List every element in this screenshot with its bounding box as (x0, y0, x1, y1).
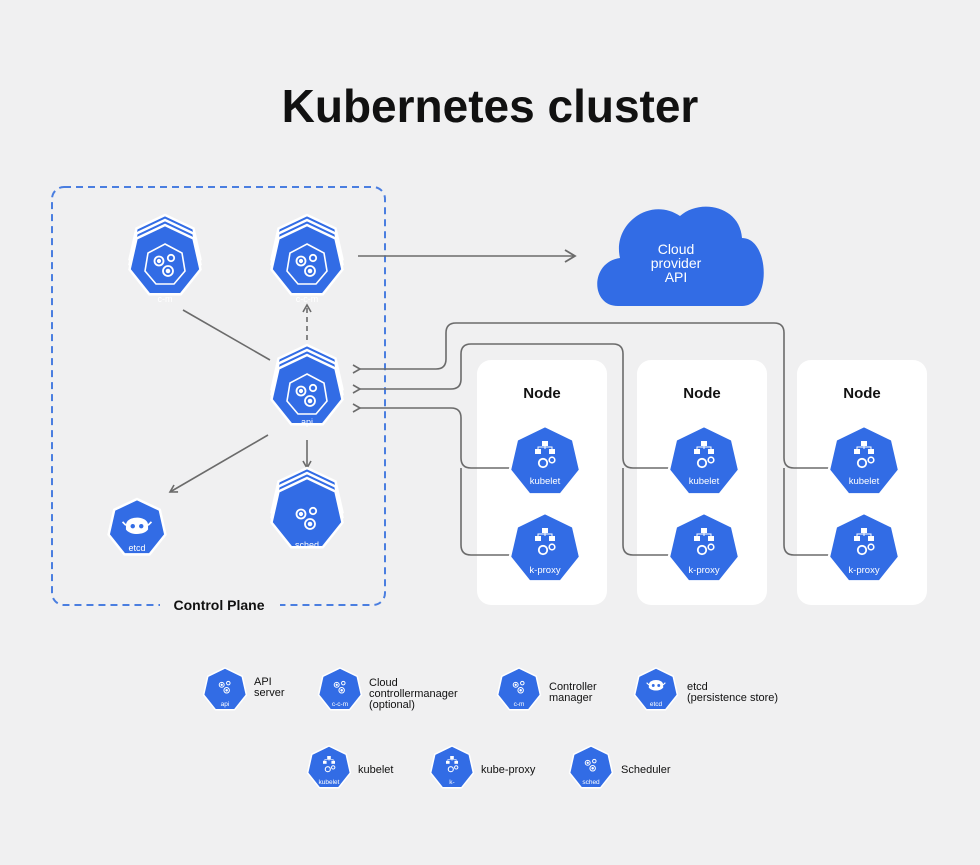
kubelet-label: kubelet (849, 476, 880, 487)
cm-label: c-m (158, 294, 173, 304)
node3-kproxy: k-proxy (827, 511, 901, 583)
legend-cloud-controller-manager: c-c-m Cloud controllermanager (optional) (317, 667, 458, 711)
etcd: etcd (107, 497, 167, 556)
legend-label-line1: API (254, 676, 272, 688)
node-1-title: Node (523, 385, 561, 402)
node-3-title: Node (843, 385, 881, 402)
controller-manager: c-m (128, 213, 202, 304)
node3-kubelet-line (352, 322, 830, 469)
legend-label-line2: (persistence store) (687, 692, 778, 704)
cloud-label-line3: API (665, 269, 688, 285)
legend-badge: c-m (514, 701, 525, 708)
legend-badge: c-c-m (332, 701, 348, 708)
node-2-title: Node (683, 385, 721, 402)
legend-kubelet: kubelet kubelet (306, 745, 393, 789)
legend-label-line1: kube-proxy (481, 764, 536, 776)
node1-kproxy-line (460, 468, 510, 556)
legend-label-line1: Controller (549, 681, 597, 693)
control-plane-label-backdrop (160, 594, 280, 616)
api-server: api (270, 343, 344, 427)
node2-kproxy-line (622, 468, 670, 556)
api-label: api (301, 417, 313, 427)
page-title: Kubernetes cluster (282, 80, 699, 132)
legend-label-line3: (optional) (369, 699, 415, 711)
node2-kproxy: k-proxy (667, 511, 741, 583)
control-plane-label: Control Plane (173, 597, 264, 613)
kproxy-label: k-proxy (529, 565, 560, 576)
node1-kubelet-line (352, 403, 510, 469)
cloud-provider-api: Cloud provider API (597, 206, 764, 306)
node3-kproxy-line (783, 468, 830, 556)
cloud-controller-manager: c-c-m (270, 213, 344, 304)
node2-kubelet-line (352, 343, 670, 469)
api-to-etcd-arrow (168, 434, 269, 493)
legend-badge: sched (582, 779, 600, 786)
sched-label: sched (295, 540, 319, 550)
kproxy-label: k-proxy (848, 565, 879, 576)
legend-label-line2: manager (549, 692, 593, 704)
legend-etcd: etcd etcd (persistence store) (633, 667, 778, 711)
legend-kube-proxy: k- kube-proxy (429, 745, 536, 789)
cloud-label-line2: provider (651, 255, 702, 271)
legend-label-line2: server (254, 687, 285, 699)
legend-badge: k- (449, 779, 454, 786)
kubelet-label: kubelet (689, 476, 720, 487)
node1-kproxy: k-proxy (508, 511, 582, 583)
legend-label-line2: controllermanager (369, 688, 458, 700)
kproxy-label: k-proxy (688, 565, 719, 576)
legend-badge: api (221, 701, 230, 708)
ccm-label: c-c-m (296, 294, 319, 304)
connectors (168, 249, 830, 556)
cm-to-api-line (182, 309, 271, 361)
kubelet-label: kubelet (530, 476, 561, 487)
legend-label-line1: Scheduler (621, 764, 671, 776)
cloud-icon (597, 206, 764, 306)
cloud-label-line1: Cloud (658, 241, 695, 257)
legend-label-line1: kubelet (358, 764, 393, 776)
scheduler: sched (270, 466, 344, 550)
node1-kubelet: kubelet (508, 424, 582, 496)
etcd-label: etcd (128, 543, 145, 553)
legend-scheduler: sched Scheduler (568, 745, 671, 789)
legend-label-line1: etcd (687, 681, 708, 693)
legend-api-server: api API server (202, 667, 285, 711)
node2-kubelet: kubelet (667, 424, 741, 496)
legend-label-line1: Cloud (369, 677, 398, 689)
node3-kubelet: kubelet (827, 424, 901, 496)
legend: api API server c-c-m Cloud controllerman… (202, 667, 778, 789)
legend-badge: kubelet (319, 779, 340, 786)
legend-controller-manager: c-m Controller manager (496, 667, 597, 711)
legend-badge: etcd (650, 701, 663, 708)
